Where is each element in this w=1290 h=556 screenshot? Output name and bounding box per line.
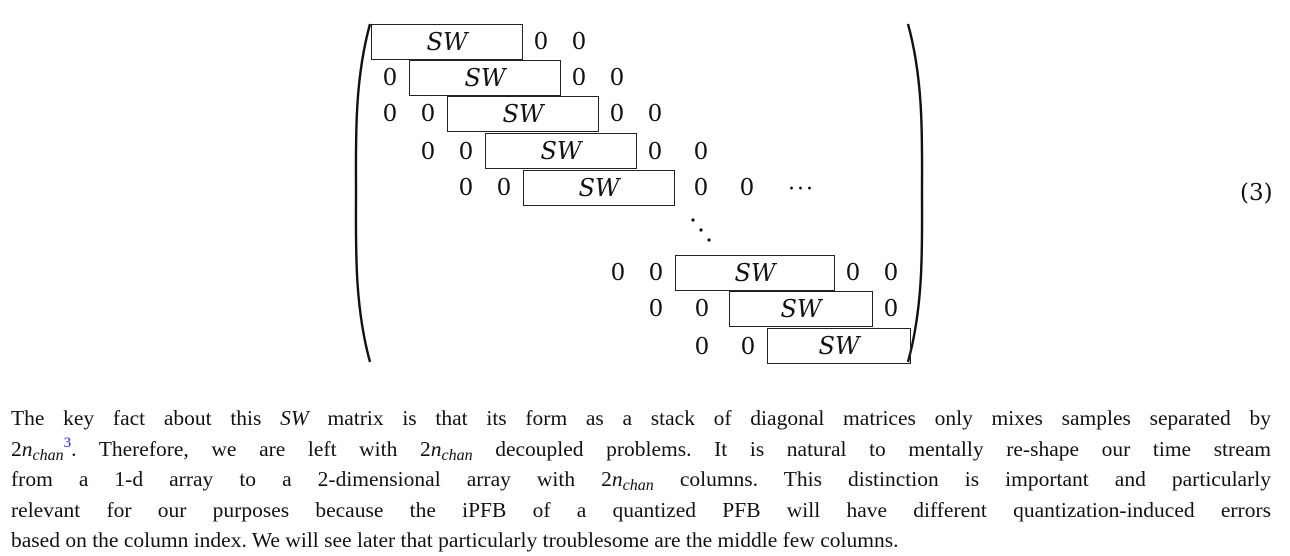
matrix-zero: 0 [533,29,549,55]
paragraph-line: 2nchan3. Therefore, we are left with 2nc… [11,434,1271,465]
sw-label: SW [426,28,468,56]
footnote-link[interactable]: 3 [63,434,72,451]
matrix-zero: 0 [648,296,664,322]
matrix-zero: 0 [693,175,709,201]
math-subscript-chan: chan [622,477,654,494]
math-n: n [430,436,442,461]
sw-label: SW [578,174,620,202]
matrix-zero: 0 [883,260,899,286]
matrix-zero: 0 [458,139,474,165]
left-parenthesis [354,23,372,363]
sw-label: SW [780,295,822,323]
sw-block: SW [371,24,523,60]
matrix-zero: 0 [647,139,663,165]
matrix-zero: 0 [458,175,474,201]
math-two: 2 [11,436,22,461]
text-run: decoupled problems. It is natural to men… [472,436,1272,461]
sw-block: SW [523,170,675,206]
text-run: from a 1-d array to a 2-dimensional arra… [11,467,602,491]
math-subscript-chan: chan [441,446,473,464]
matrix-zero: 0 [571,65,587,91]
matrix-zero: 0 [609,101,625,127]
matrix-zero: 0 [883,296,899,322]
right-parenthesis [906,23,924,363]
matrix-zero: 0 [694,334,710,360]
equation-number: (3) [1240,180,1273,206]
paragraph-line: from a 1-d array to a 2-dimensional arra… [11,464,1271,495]
matrix-zero: 0 [693,139,709,165]
sw-label: SW [540,137,582,165]
matrix-zero: 0 [648,260,664,286]
sw-block: SW [409,60,561,96]
math-n: n [611,467,623,491]
text-run: The key fact about this [11,406,281,430]
matrix-zero: 0 [647,101,663,127]
text-run: based on the column index. We will see l… [11,528,899,552]
body-paragraph: The key fact about this SW matrix is tha… [11,403,1271,556]
text-run: columns. This distinction is important a… [653,467,1271,491]
matrix-equation: SW 0 0 0 SW 0 0 0 0 SW 0 0 0 0 SW 0 0 0 … [354,23,1273,364]
sw-label: SW [818,332,860,360]
matrix-zero: 0 [694,296,710,322]
sw-block: SW [675,255,835,291]
sw-label: SW [734,259,776,287]
matrix-zero: 0 [382,101,398,127]
matrix-zero: 0 [382,65,398,91]
matrix-zero: 0 [571,29,587,55]
sw-symbol: SW [280,406,309,430]
math-two: 2 [419,436,431,461]
sw-label: SW [464,64,506,92]
text-run: matrix is that its form as a stack of di… [308,406,1271,430]
matrix-zero: 0 [845,260,861,286]
matrix-zero: 0 [610,260,626,286]
horizontal-ellipsis: ··· [788,177,815,202]
sw-block: SW [767,328,911,364]
math-two: 2 [601,467,612,491]
math-n: n [21,436,33,461]
matrix-zero: 0 [740,334,756,360]
text-run: . Therefore, we are left with [71,436,420,461]
matrix-zero: 0 [420,139,436,165]
paragraph-line: relevant for our purposes because the iP… [11,495,1271,526]
matrix-zero: 0 [496,175,512,201]
sw-label: SW [502,100,544,128]
matrix-zero: 0 [609,65,625,91]
math-subscript-chan: chan [32,446,64,464]
paragraph-line: The key fact about this SW matrix is tha… [11,403,1271,434]
sw-block: SW [447,96,599,132]
text-run: relevant for our purposes because the iP… [11,497,1271,522]
paragraph-line: based on the column index. We will see l… [11,525,1271,556]
matrix-zero: 0 [739,175,755,201]
sw-block: SW [729,291,873,327]
matrix-zero: 0 [420,101,436,127]
sw-block: SW [485,133,637,169]
diagonal-ellipsis [691,218,711,242]
